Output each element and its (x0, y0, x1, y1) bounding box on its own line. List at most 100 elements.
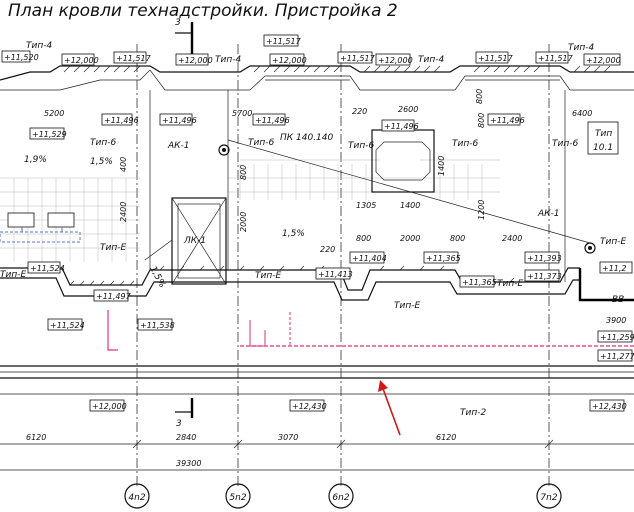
svg-text:6n2: 6n2 (332, 493, 349, 503)
svg-text:ЛК-1: ЛК-1 (183, 236, 206, 246)
svg-text:Тип-Е: Тип-Е (394, 301, 420, 311)
pipe-pink (240, 312, 634, 347)
svg-text:800: 800 (239, 165, 248, 180)
svg-text:+12,000: +12,000 (64, 56, 99, 65)
svg-text:1,5%: 1,5% (147, 265, 167, 290)
svg-text:+12,000: +12,000 (92, 402, 127, 411)
svg-text:6120: 6120 (26, 433, 46, 442)
svg-text:2840: 2840 (176, 433, 196, 442)
svg-text:+11,373: +11,373 (527, 272, 562, 281)
svg-text:Тип-4: Тип-4 (215, 55, 241, 65)
svg-text:1305: 1305 (356, 201, 376, 210)
svg-text:Тип-Е: Тип-Е (600, 237, 626, 247)
svg-text:800: 800 (356, 234, 371, 243)
svg-text:+11,404: +11,404 (352, 254, 387, 263)
svg-text:+11,365: +11,365 (462, 278, 497, 287)
svg-text:+11,277: +11,277 (600, 352, 634, 361)
svg-text:+11,496: +11,496 (490, 116, 525, 125)
equipment-left (0, 212, 81, 243)
svg-text:+11,413: +11,413 (318, 270, 353, 279)
svg-text:3900: 3900 (606, 316, 626, 325)
svg-text:+11,517: +11,517 (340, 54, 376, 63)
svg-text:2600: 2600 (398, 105, 418, 114)
svg-text:Тип-4: Тип-4 (26, 41, 52, 51)
svg-text:Тип-2: Тип-2 (460, 408, 486, 418)
svg-text:+11,529: +11,529 (32, 130, 67, 139)
drain-line (227, 139, 591, 244)
svg-text:400: 400 (119, 157, 128, 172)
svg-text:800: 800 (475, 89, 484, 104)
svg-text:+11,524: +11,524 (30, 264, 65, 273)
svg-text:ВВ: ВВ (612, 295, 624, 305)
svg-text:10.1: 10.1 (593, 143, 613, 153)
section-label-top: 3 (175, 18, 181, 28)
axis-bubble-7n2: 7n2 (536, 483, 562, 509)
svg-text:Тип-Е: Тип-Е (0, 270, 26, 280)
svg-text:Тип-Е: Тип-Е (100, 243, 126, 253)
svg-text:Тип-6: Тип-6 (248, 138, 274, 148)
svg-text:800: 800 (477, 113, 486, 128)
svg-text:1200: 1200 (477, 200, 486, 220)
type-labels: Тип-4 Тип-4 Тип-4 Тип-4 Тип-6 Тип-6 Тип-… (0, 41, 626, 418)
type-box-10-1: Тип 10.1 (587, 121, 619, 155)
svg-text:+12,430: +12,430 (292, 402, 327, 411)
svg-text:+11,393: +11,393 (527, 254, 562, 263)
svg-text:+11,538: +11,538 (140, 321, 175, 330)
roof-inner-line (0, 69, 634, 91)
svg-text:220: 220 (352, 107, 367, 116)
svg-text:+11,365: +11,365 (426, 254, 461, 263)
dimension-texts: 5200 5700 2600 6400 220 800 800 800 400 … (26, 89, 626, 468)
tile-grid-center (228, 159, 500, 200)
svg-text:Тип-Е: Тип-Е (497, 279, 523, 289)
roof-ridge-line (0, 65, 634, 81)
elevation-marks: +11,520 +12,000 +11,517 +12,000 +11,517 … (1, 34, 634, 412)
svg-text:220: 220 (320, 245, 335, 254)
lower-bands (0, 365, 634, 395)
svg-text:2400: 2400 (119, 202, 128, 222)
svg-text:+12,000: +12,000 (272, 56, 307, 65)
svg-text:+12,000: +12,000 (178, 56, 213, 65)
svg-text:+11,517: +11,517 (266, 37, 302, 46)
drawing-title: План кровли технадстройки. Пристройка 2 (8, 1, 398, 21)
svg-text:Тип-6: Тип-6 (552, 139, 578, 149)
svg-text:+11,497: +11,497 (96, 292, 132, 301)
dimension-lines (0, 439, 634, 471)
svg-text:+11,520: +11,520 (4, 53, 39, 62)
svg-text:+11,496: +11,496 (162, 116, 197, 125)
svg-text:+11,496: +11,496 (384, 122, 419, 131)
axis-bubble-4n2: 4n2 (124, 483, 150, 509)
svg-text:Тип-6: Тип-6 (452, 139, 478, 149)
svg-text:Тип-Е: Тип-Е (255, 271, 281, 281)
svg-text:АК-1: АК-1 (167, 141, 190, 151)
pipe-pink-left (107, 310, 118, 351)
svg-text:+12,430: +12,430 (592, 402, 627, 411)
roof-hatching (60, 65, 611, 81)
section-label-bottom: 3 (176, 419, 182, 429)
svg-text:+12,000: +12,000 (586, 56, 621, 65)
svg-text:2000: 2000 (400, 234, 420, 243)
svg-text:5700: 5700 (232, 109, 252, 118)
axis-bubble-5n2: 5n2 (225, 483, 251, 509)
svg-text:5200: 5200 (44, 109, 64, 118)
svg-text:+12,000: +12,000 (378, 56, 413, 65)
svg-text:1400: 1400 (400, 201, 420, 210)
svg-text:1,5%: 1,5% (282, 229, 305, 239)
svg-text:39300: 39300 (176, 459, 201, 468)
svg-text:2400: 2400 (502, 234, 522, 243)
svg-text:4n2: 4n2 (128, 493, 145, 503)
svg-text:+11,524: +11,524 (50, 321, 85, 330)
svg-text:1,5%: 1,5% (90, 157, 113, 167)
svg-text:6400: 6400 (572, 109, 592, 118)
axis-bubble-6n2: 6n2 (328, 483, 354, 509)
svg-text:+11,517: +11,517 (478, 54, 514, 63)
parapet-wall (0, 265, 634, 302)
svg-text:АК-1: АК-1 (537, 209, 560, 219)
svg-text:Тип-6: Тип-6 (90, 138, 116, 148)
svg-text:+11,517: +11,517 (538, 54, 574, 63)
svg-text:Тип-6: Тип-6 (348, 141, 374, 151)
svg-text:7n2: 7n2 (540, 493, 557, 503)
svg-text:+11,517: +11,517 (116, 54, 152, 63)
svg-text:6120: 6120 (436, 433, 456, 442)
roof-vent-pk (371, 129, 435, 193)
